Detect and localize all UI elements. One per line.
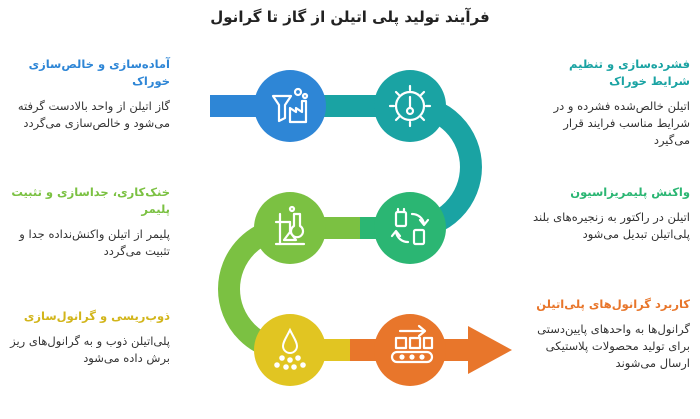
step-4-heading: خنک‌کاری، جداسازی و تثبیت پلیمر: [11, 185, 170, 216]
step-6-node: [374, 314, 446, 386]
step-6-heading: کاربرد گرانول‌های پلی‌اتیلن: [536, 297, 690, 311]
step-6-text: کاربرد گرانول‌های پلی‌اتیلن گرانول‌ها به…: [528, 296, 690, 372]
filter-factory-icon: [271, 87, 309, 124]
diagram-title: فرآیند تولید پلی اتیلن از گاز تا گرانول: [210, 8, 490, 26]
gear-thermometer-icon: [388, 84, 432, 128]
step-5-heading: ذوب‌ریسی و گرانول‌سازی: [23, 309, 170, 323]
step-3-text: واکنش پلیمریزاسیون اتیلن در راکتور به زن…: [528, 184, 690, 243]
step-6-description: گرانول‌ها به واحدهای پایین‌دستی برای تول…: [537, 322, 690, 370]
step-4-description: پلیمر از اتیلن واکنش‌نداده جدا و تثبیت م…: [19, 227, 170, 258]
step-2-heading: فشرده‌سازی و تنظیم شرایط خوراک: [569, 57, 690, 88]
melt-drop-icon: [274, 327, 306, 370]
step-2-text: فشرده‌سازی و تنظیم شرایط خوراک اتیلن خال…: [528, 56, 690, 149]
step-1-heading: آماده‌سازی و خالص‌سازی خوراک: [28, 57, 170, 88]
flow-arrow-head: [468, 326, 512, 374]
step-5-node: [254, 314, 326, 386]
step-5-description: پلی‌اتیلن ذوب و به گرانول‌های ریز برش دا…: [10, 334, 170, 365]
step-3-node: [374, 192, 446, 264]
step-1-node: [254, 70, 326, 142]
reaction-cycle-icon: [390, 207, 430, 246]
step-1-text: آماده‌سازی و خالص‌سازی خوراک گاز اتیلن ا…: [10, 56, 170, 132]
step-1-description: گاز اتیلن از واحد بالادست گرفته می‌شود و…: [17, 99, 170, 130]
step-2-description: اتیلن خالص‌شده فشرده و در شرایط مناسب فر…: [553, 99, 690, 147]
lab-flask-icon: [274, 205, 306, 246]
step-4-text: خنک‌کاری، جداسازی و تثبیت پلیمر پلیمر از…: [10, 184, 170, 260]
step-5-text: ذوب‌ریسی و گرانول‌سازی پلی‌اتیلن ذوب و ب…: [10, 308, 170, 367]
conveyor-icon: [390, 324, 434, 364]
step-3-heading: واکنش پلیمریزاسیون: [570, 185, 690, 199]
step-3-description: اتیلن در راکتور به زنجیره‌های بلند پلی‌ا…: [532, 210, 690, 241]
